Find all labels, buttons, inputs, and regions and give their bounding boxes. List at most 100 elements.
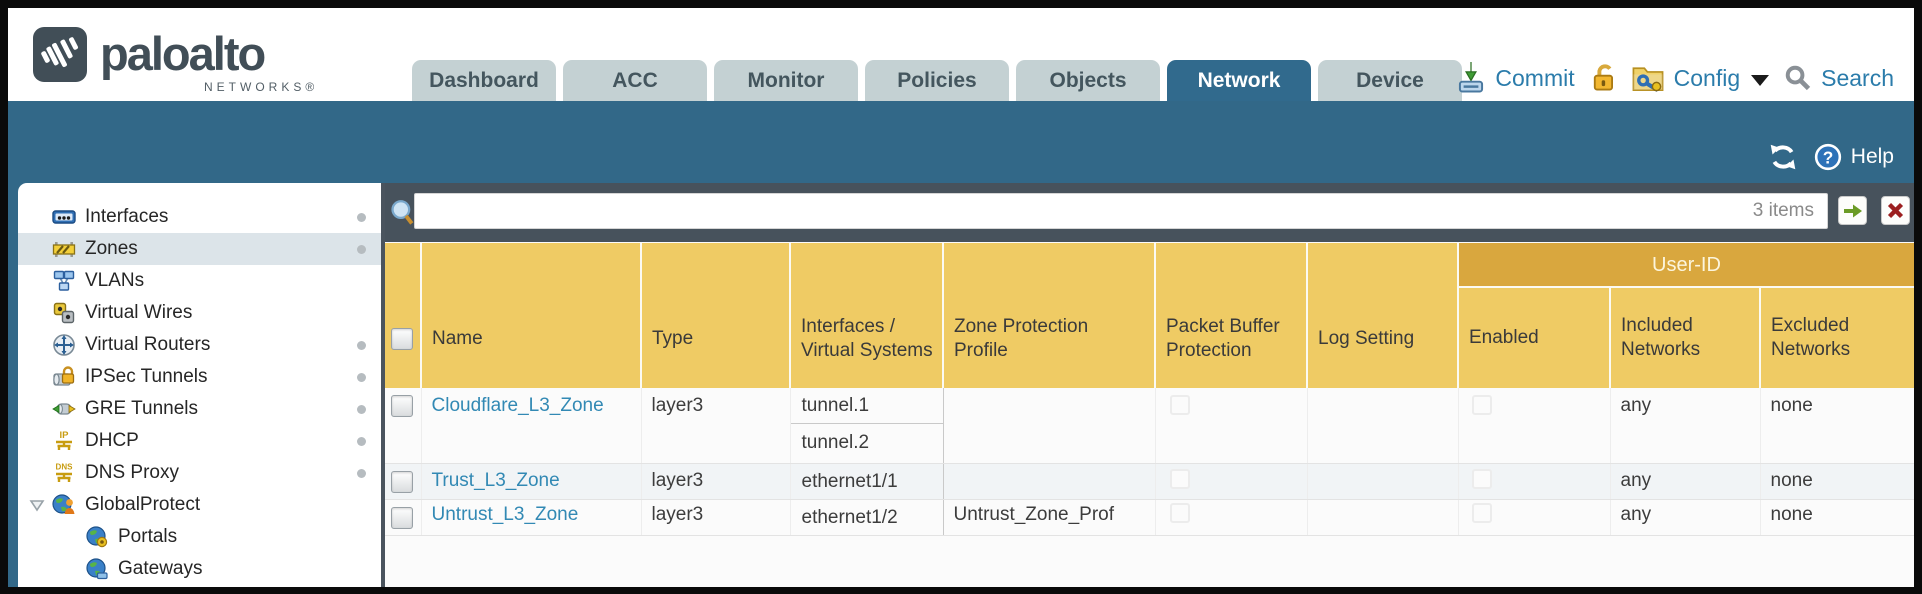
logo-bars <box>41 37 79 73</box>
sidebar-label: GRE Tunnels <box>85 398 198 419</box>
tab-network[interactable]: Network <box>1167 60 1311 101</box>
sidebar-label: DHCP <box>85 430 139 451</box>
header-actions: Commit Config Search <box>1456 62 1894 94</box>
zone-name-link[interactable]: Untrust_L3_Zone <box>431 503 579 525</box>
select-all-checkbox[interactable] <box>391 327 413 350</box>
interface-item[interactable]: ethernet1/2 <box>801 506 898 528</box>
sidebar-item-zones[interactable]: Zones <box>18 233 381 265</box>
row-checkbox[interactable] <box>391 470 413 493</box>
row-checkbox[interactable] <box>391 506 413 529</box>
tab-device[interactable]: Device <box>1318 60 1462 101</box>
gre-tunnels-icon <box>52 403 76 415</box>
col-header-enabled[interactable]: Enabled <box>1457 287 1610 388</box>
table-row-trust: Trust_L3_Zone layer3 ethernet1/1 any non… <box>385 463 1914 500</box>
packet-buffer-checkbox[interactable] <box>1169 395 1190 415</box>
gateways-icon <box>86 558 108 580</box>
expand-triangle-icon[interactable] <box>29 499 45 513</box>
excluded-networks-cell: none <box>1760 388 1914 464</box>
apply-filter-button[interactable] <box>1838 196 1867 225</box>
filter-input-wrap: 3 items <box>414 193 1828 229</box>
tab-dashboard[interactable]: Dashboard <box>412 60 556 101</box>
search-button[interactable]: Search <box>1821 64 1894 91</box>
sidebar-item-ipsec-tunnels[interactable]: IPSec Tunnels <box>18 361 381 393</box>
col-header-interfaces[interactable]: Interfaces / Virtual Systems <box>789 243 943 388</box>
status-dot <box>357 437 366 446</box>
tab-monitor[interactable]: Monitor <box>714 60 858 101</box>
clear-filter-button[interactable] <box>1881 196 1910 225</box>
zone-name-link[interactable]: Trust_L3_Zone <box>431 469 560 491</box>
excluded-networks-cell: none <box>1760 499 1914 536</box>
user-id-enabled-checkbox[interactable] <box>1471 502 1492 523</box>
col-header-excluded-networks[interactable]: Excluded Networks <box>1759 287 1914 388</box>
col-header-included-networks[interactable]: Included Networks <box>1609 287 1760 388</box>
interface-item[interactable]: tunnel.2 <box>790 423 943 460</box>
sidebar-item-vlans[interactable]: VLANs <box>18 265 381 297</box>
ipsec-tunnels-icon <box>53 366 75 386</box>
sidebar-label: Portals <box>118 526 178 547</box>
sidebar-item-globalprotect[interactable]: GlobalProtect <box>18 489 381 521</box>
filter-search-icon[interactable] <box>388 198 416 228</box>
sidebar-item-virtual-wires[interactable]: Virtual Wires <box>18 297 381 329</box>
banner-actions: ? Help <box>1767 143 1894 171</box>
refresh-icon[interactable] <box>1767 143 1799 171</box>
interface-item[interactable]: ethernet1/1 <box>801 470 898 492</box>
sidebar-label: Interfaces <box>85 206 169 227</box>
tab-acc[interactable]: ACC <box>563 60 707 101</box>
status-dot <box>357 469 366 478</box>
lock-icon[interactable] <box>1590 63 1618 93</box>
sidebar-item-interfaces[interactable]: Interfaces <box>18 201 381 233</box>
status-dot <box>357 373 366 382</box>
sidebar-label: VLANs <box>85 270 145 291</box>
sidebar-item-gateways[interactable]: Gateways <box>18 553 381 585</box>
packet-buffer-checkbox[interactable] <box>1169 502 1190 523</box>
col-header-name[interactable]: Name <box>420 243 641 388</box>
zone-protection-cell: Untrust_Zone_Prof <box>943 499 1156 536</box>
col-header-type[interactable]: Type <box>640 243 790 388</box>
zone-name-link[interactable]: Cloudflare_L3_Zone <box>431 395 604 416</box>
sidebar-label: Virtual Routers <box>85 334 211 355</box>
user-id-enabled-cell <box>1458 463 1611 500</box>
globalprotect-icon <box>52 494 75 514</box>
zones-table: Name Type Interfaces / Virtual Systems Z… <box>385 243 1914 536</box>
sidebar-item-dhcp[interactable]: IP DHCP <box>18 425 381 457</box>
sidebar-item-virtual-routers[interactable]: Virtual Routers <box>18 329 381 361</box>
col-header-log-setting[interactable]: Log Setting <box>1306 243 1458 388</box>
table-row-untrust: Untrust_L3_Zone layer3 ethernet1/2 Untru… <box>385 499 1914 536</box>
included-networks-cell: any <box>1610 499 1761 536</box>
user-id-enabled-checkbox[interactable] <box>1471 395 1492 415</box>
brand-networks-label: NETWORKS® <box>204 80 319 94</box>
dns-proxy-icon: DNS <box>56 463 73 482</box>
filter-toolbar: 3 items <box>385 183 1914 242</box>
tab-objects[interactable]: Objects <box>1016 60 1160 101</box>
commit-button[interactable]: Commit <box>1495 64 1575 91</box>
tab-policies[interactable]: Policies <box>865 60 1009 101</box>
sidebar-item-gre-tunnels[interactable]: GRE Tunnels <box>18 393 381 425</box>
teal-banner: ? Help <box>8 101 1914 183</box>
help-icon[interactable]: ? <box>1814 143 1842 171</box>
config-button[interactable]: Config <box>1673 64 1741 91</box>
search-icon <box>1785 65 1811 91</box>
col-header-zone-protection-profile[interactable]: Zone Protection Profile <box>942 243 1155 388</box>
zone-interfaces-cell: ethernet1/1 <box>789 463 944 500</box>
log-setting-cell <box>1307 499 1459 536</box>
config-dropdown-caret[interactable] <box>1751 74 1770 86</box>
select-all-header-cell <box>385 243 421 388</box>
help-label[interactable]: Help <box>1850 145 1894 168</box>
included-networks-cell: any <box>1610 388 1761 464</box>
row-checkbox[interactable] <box>391 395 413 417</box>
sidebar-item-dns-proxy[interactable]: DNS DNS Proxy <box>18 457 381 489</box>
zone-name-cell: Untrust_L3_Zone <box>421 499 642 536</box>
interface-item[interactable]: tunnel.1 <box>801 395 870 416</box>
col-header-packet-buffer-protection[interactable]: Packet Buffer Protection <box>1154 243 1307 388</box>
user-id-enabled-checkbox[interactable] <box>1471 468 1492 489</box>
svg-text:IP: IP <box>60 430 70 441</box>
zone-interfaces-cell: tunnel.1 tunnel.2 <box>789 388 944 464</box>
brand-wordmark: paloalto <box>100 27 266 80</box>
packet-buffer-checkbox[interactable] <box>1169 468 1190 489</box>
sidebar-label: Virtual Wires <box>85 302 193 323</box>
sidebar-item-portals[interactable]: Portals <box>18 521 381 553</box>
user-id-enabled-cell <box>1458 499 1611 536</box>
filter-input[interactable] <box>421 194 1691 228</box>
vlans-icon <box>53 270 75 291</box>
